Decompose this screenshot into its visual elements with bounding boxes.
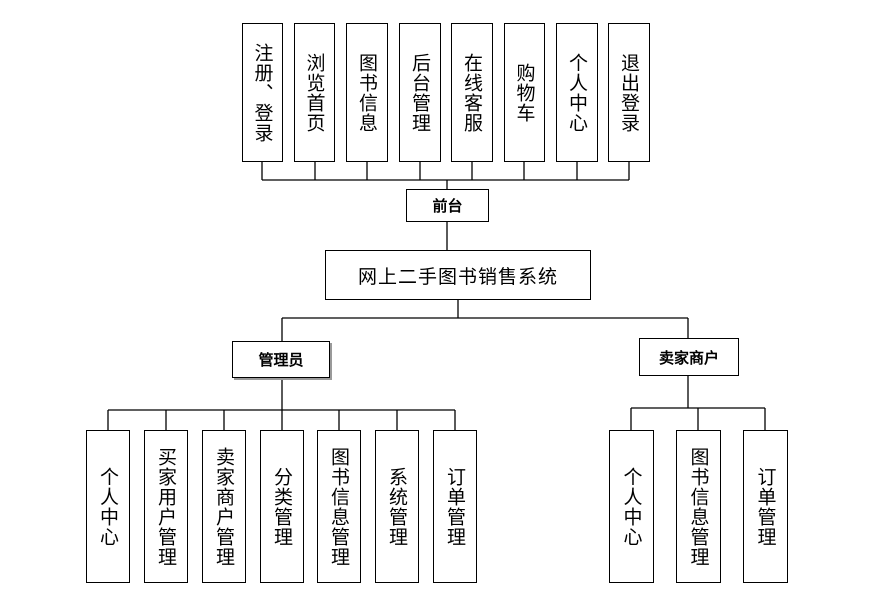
module-label: 浏览首页: [303, 52, 326, 133]
seller-module-book-info-management: 图书信息管理: [676, 430, 721, 583]
frontend-module-logout: 退出登录: [608, 23, 650, 162]
root-node: 网上二手图书销售系统: [325, 250, 591, 300]
frontend-module-book-info: 图书信息: [346, 23, 388, 162]
module-label: 订单管理: [444, 466, 466, 547]
frontend-module-personal-center: 个人中心: [556, 23, 598, 162]
frontend-node: 前台: [406, 189, 489, 222]
frontend-module-browse-home: 浏览首页: [294, 23, 335, 162]
frontend-module-cart: 购物车: [504, 23, 545, 162]
module-label: 个人中心: [97, 466, 119, 547]
module-label: 个人中心: [566, 52, 588, 133]
module-label: 图书信息管理: [328, 446, 350, 567]
module-label: 个人中心: [620, 466, 643, 547]
admin-module-seller-management: 卖家商户管理: [202, 430, 246, 583]
module-label: 系统管理: [386, 466, 408, 547]
frontend-module-register-login: 注册、登录: [242, 23, 283, 162]
module-label: 图书信息管理: [687, 446, 710, 567]
admin-module-buyer-management: 买家用户管理: [144, 430, 188, 583]
module-label: 订单管理: [754, 466, 777, 547]
seller-module-order-management: 订单管理: [743, 430, 788, 583]
frontend-module-backend-admin: 后台管理: [399, 23, 441, 162]
module-label: 购物车: [513, 62, 536, 123]
root-label: 网上二手图书销售系统: [357, 265, 558, 288]
module-label: 分类管理: [271, 466, 293, 547]
module-label: 买家用户管理: [155, 446, 177, 567]
module-label: 图书信息: [356, 52, 378, 133]
module-label: 退出登录: [618, 52, 640, 133]
admin-label: 管理员: [258, 351, 304, 369]
module-label: 在线客服: [461, 52, 483, 133]
seller-node: 卖家商户: [639, 338, 739, 376]
seller-module-personal-center: 个人中心: [609, 430, 654, 583]
admin-module-system-management: 系统管理: [375, 430, 419, 583]
module-label: 后台管理: [409, 52, 431, 133]
admin-module-personal-center: 个人中心: [86, 430, 130, 583]
module-label: 卖家商户管理: [213, 446, 235, 567]
module-label: 注册、登录: [251, 42, 274, 143]
frontend-label: 前台: [432, 197, 463, 215]
admin-node: 管理员: [232, 341, 330, 378]
admin-module-order-management: 订单管理: [433, 430, 477, 583]
admin-module-category-management: 分类管理: [260, 430, 304, 583]
frontend-module-online-service: 在线客服: [451, 23, 493, 162]
seller-label: 卖家商户: [658, 348, 719, 367]
admin-module-book-info-management: 图书信息管理: [317, 430, 361, 583]
